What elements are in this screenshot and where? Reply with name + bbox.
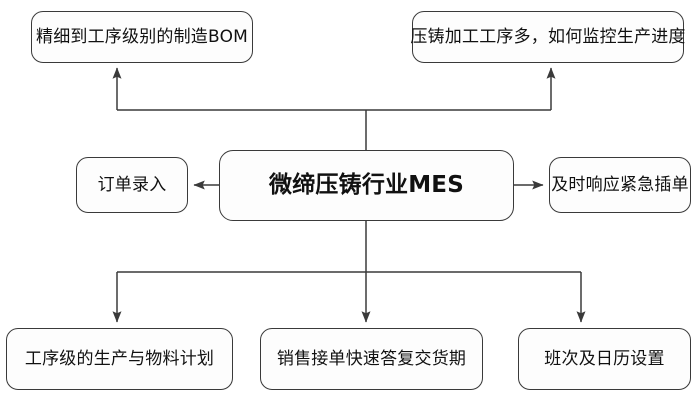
node-monitor[interactable]: 压铸加工工序多，如何监控生产进度 — [410, 11, 686, 63]
node-urgent-order-label: 及时响应紧急插单 — [551, 174, 689, 195]
node-order-entry-label: 订单录入 — [97, 174, 167, 195]
node-bom[interactable]: 精细到工序级别的制造BOM — [31, 11, 253, 63]
node-shift-calendar[interactable]: 班次及日历设置 — [518, 328, 691, 390]
node-production-plan[interactable]: 工序级的生产与物料计划 — [6, 328, 233, 390]
node-shift-calendar-label: 班次及日历设置 — [544, 348, 665, 369]
node-order-entry[interactable]: 订单录入 — [76, 157, 188, 213]
node-urgent-order[interactable]: 及时响应紧急插单 — [549, 157, 691, 213]
node-production-plan-label: 工序级的生产与物料计划 — [24, 348, 215, 369]
node-bom-label: 精细到工序级别的制造BOM — [36, 26, 249, 47]
node-delivery-date[interactable]: 销售接单快速答复交货期 — [260, 328, 483, 390]
node-delivery-date-label: 销售接单快速答复交货期 — [276, 348, 467, 369]
node-core-mes[interactable]: 微缔压铸行业MES — [219, 150, 514, 221]
node-monitor-label: 压铸加工工序多，如何监控生产进度 — [410, 26, 686, 47]
node-core-mes-label: 微缔压铸行业MES — [269, 171, 464, 198]
